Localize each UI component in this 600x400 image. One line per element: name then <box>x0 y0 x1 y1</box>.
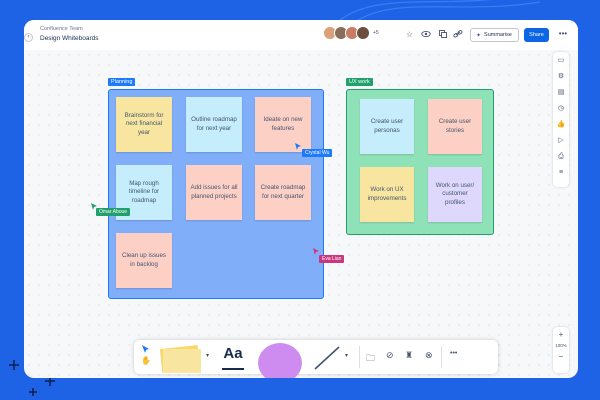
sticky-note[interactable]: Create user personas <box>360 99 414 154</box>
sticky-note-icon[interactable] <box>157 343 203 373</box>
text-icon[interactable]: Aa <box>223 345 243 362</box>
pointer-icon[interactable] <box>141 344 150 354</box>
cursor-icon <box>295 143 301 150</box>
page-title: Design Whiteboards <box>40 35 99 42</box>
cursor-icon <box>313 248 319 255</box>
comment-icon[interactable]: ▭ <box>557 57 565 64</box>
sticky-note[interactable]: Outline roadmap for next year <box>186 97 242 152</box>
summarise-label: Summarise <box>484 32 512 38</box>
toolbar-divider <box>359 346 360 368</box>
star-icon[interactable]: ☆ <box>405 30 414 39</box>
planning-section-label[interactable]: Planning <box>108 78 136 86</box>
sticky-note[interactable]: Map rough timeline for roadmap <box>116 165 172 220</box>
hand-icon[interactable]: ✋ <box>141 356 151 365</box>
avatar-overflow-count[interactable]: +5 <box>373 30 379 36</box>
zoom-controls: + 100% − <box>553 327 569 373</box>
share-button[interactable]: Share <box>524 28 549 42</box>
collaborator-cursor-label: Omar Aboue <box>96 208 131 216</box>
link-tool-icon[interactable]: ⊗ <box>425 350 433 360</box>
space-name[interactable]: Confluence Team <box>40 26 83 32</box>
timer-icon[interactable]: ◷ <box>557 105 565 112</box>
shape-icon[interactable] <box>258 343 302 378</box>
sticky-note[interactable]: Create roadmap for next quarter <box>255 165 311 220</box>
sticky-note[interactable]: Add issues for all planned projects <box>186 165 242 220</box>
collapse-sidebar-button[interactable]: ‹ <box>24 33 33 42</box>
chevron-down-icon[interactable]: ▾ <box>345 353 349 359</box>
cursor-icon <box>91 203 97 210</box>
avatar[interactable] <box>356 26 370 40</box>
zoom-level[interactable]: 100% <box>555 343 567 348</box>
collaborator-avatars[interactable]: +5 <box>323 26 379 40</box>
summarise-button[interactable]: ✦ Summarise <box>470 28 519 42</box>
stamp-icon[interactable]: ♜ <box>405 350 414 360</box>
settings-icon[interactable]: ⚙ <box>557 73 565 80</box>
zoom-in-button[interactable]: + <box>558 330 564 339</box>
search-icon[interactable]: ⊘ <box>386 350 394 360</box>
more-icon[interactable]: ••• <box>558 29 568 38</box>
template-icon[interactable]: ▤ <box>557 89 565 96</box>
more-icon[interactable]: ••• <box>450 350 458 357</box>
text-underline <box>222 368 244 370</box>
chevron-down-icon[interactable]: ▾ <box>206 353 210 359</box>
folder-icon[interactable]: 🗀 <box>366 353 376 363</box>
right-toolbar: ▭ ⚙ ▤ ◷ 👍 ▷ ⎙ ≡ <box>553 52 569 187</box>
copy-icon[interactable] <box>437 29 448 40</box>
ux-work-section-label[interactable]: UX work <box>346 78 373 86</box>
collaborator-cursor-label: Crystal Wu <box>302 149 333 157</box>
eye-icon[interactable] <box>420 29 431 40</box>
present-icon[interactable]: ▷ <box>558 137 564 144</box>
sticky-note[interactable]: Brainstorm for next financial year <box>116 97 172 152</box>
link-icon[interactable] <box>452 29 463 40</box>
filter-icon[interactable]: ≡ <box>558 169 564 176</box>
sticky-note[interactable]: Work on user/ customer profiles <box>428 167 482 222</box>
top-bar: ‹ Confluence Team Design Whiteboards +5 … <box>24 20 578 50</box>
sticky-note[interactable]: Work on UX improvements <box>360 167 414 222</box>
sticky-note[interactable]: Clean up issues in backlog <box>116 233 172 288</box>
vote-icon[interactable]: 👍 <box>556 121 566 128</box>
sticky-note[interactable]: Ideate on new features <box>255 97 311 152</box>
whiteboard-window: ‹ Confluence Team Design Whiteboards +5 … <box>24 20 578 378</box>
zoom-out-button[interactable]: − <box>558 352 564 361</box>
sticky-note[interactable]: Create user stories <box>428 99 482 154</box>
sparkle-icon: ✦ <box>476 32 482 39</box>
bottom-toolbar: ✋ ▾ Aa ▾ 🗀 ⊘ ♜ ⊗ ••• <box>134 340 498 378</box>
print-icon[interactable]: ⎙ <box>558 153 564 160</box>
collaborator-cursor-label: Eva Lian <box>319 255 345 263</box>
toolbar-divider <box>441 346 442 368</box>
line-icon[interactable] <box>312 344 342 372</box>
